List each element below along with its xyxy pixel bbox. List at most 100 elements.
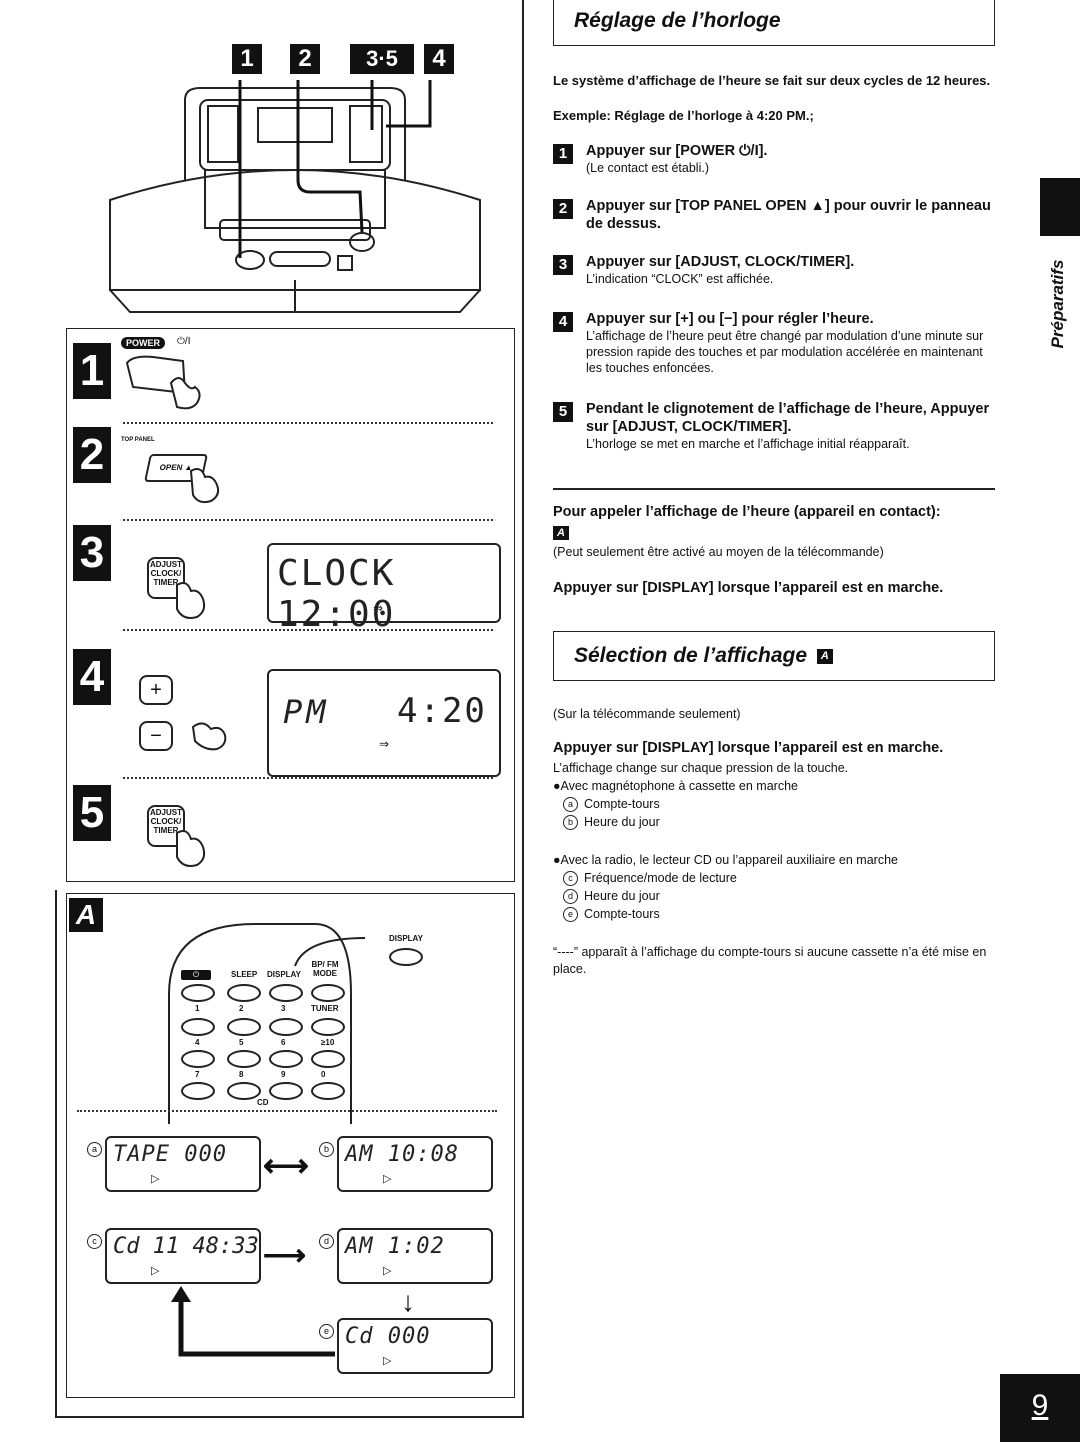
remote-key-4-label: 4 — [195, 1038, 200, 1047]
remote-key-1-label: 1 — [195, 1004, 200, 1013]
step-5: 5 Pendant le clignotement de l’affichage… — [553, 400, 998, 452]
divider-remote — [77, 1110, 497, 1112]
remote-key-6[interactable] — [269, 1050, 303, 1068]
lcd-play-indicator: ▷ — [383, 1355, 392, 1367]
hand-icon — [176, 830, 206, 867]
step-5-desc: L’horloge se met en marche et l’affichag… — [586, 437, 910, 451]
step-2-badge: 2 — [73, 427, 111, 483]
remote-display-key-label: DISPLAY — [267, 970, 301, 979]
arrow-d-e: ↓ — [401, 1286, 415, 1317]
marker-d: d — [319, 1234, 334, 1249]
tape-item-a-marker: a — [563, 797, 578, 813]
selection-instruction: Appuyer sur [DISPLAY] lorsque l’appareil… — [553, 740, 944, 756]
hand-icon — [189, 468, 220, 504]
remote-key-5-label: 5 — [239, 1038, 244, 1047]
step-5-badge: 5 — [73, 785, 111, 841]
radio-item-d-text: Heure du jour — [584, 889, 660, 903]
step-1-number: 1 — [553, 144, 573, 164]
hand-icon — [176, 582, 206, 619]
lcd-display-b-text: AM 10:08 — [345, 1142, 459, 1167]
radio-item-d-marker: d — [563, 889, 578, 905]
power-symbol: ⏻/I — [177, 336, 191, 347]
remote-key-1[interactable] — [181, 1018, 215, 1036]
radio-item-e-text: Compte-tours — [584, 907, 660, 921]
left-frame-bottom — [55, 1416, 523, 1418]
side-tab-label: Préparatifs — [1048, 259, 1067, 349]
lcd-time-value: 4:20 — [397, 691, 487, 731]
step-5-number: 5 — [553, 402, 573, 422]
lcd-play-indicator: ▷ — [151, 1173, 160, 1185]
marker-a: a — [87, 1142, 102, 1157]
call-title: Pour appeler l’affichage de l’heure (app… — [553, 504, 941, 520]
marker-b: b — [319, 1142, 334, 1157]
step-3-title: Appuyer sur [ADJUST, CLOCK/TIMER]. — [586, 254, 855, 270]
display-panel-a: A DISPLAY ⏻ SLEEP DISPLAY BP/ FM MODE 1 … — [66, 893, 515, 1398]
remote-key-7[interactable] — [181, 1082, 215, 1100]
step-1-title: Appuyer sur [POWER ⏻/I]. — [586, 143, 768, 159]
lcd-display-e-text: Cd 000 — [345, 1324, 431, 1349]
lcd-display-d-text: AM 1:02 — [345, 1234, 445, 1259]
tape-item-a-text: Compte-tours — [584, 797, 660, 811]
page-number: 9 — [1000, 1374, 1080, 1442]
remote-key-9[interactable] — [269, 1082, 303, 1100]
remote-bp-fm-label: BP/ FM MODE — [311, 960, 339, 978]
steps-panel: 1 POWER ⏻/I 2 TOP PANEL OPEN ▲ 3 ADJUST … — [66, 328, 515, 882]
remote-key-0[interactable] — [311, 1082, 345, 1100]
power-button-press — [125, 355, 201, 410]
step-3-desc: L’indication “CLOCK” est affichée. — [586, 272, 774, 286]
tape-item-b-text: Heure du jour — [584, 815, 660, 829]
remote-key-8[interactable] — [227, 1082, 261, 1100]
step-3-number: 3 — [553, 255, 573, 275]
lcd-display-c: Cd 11 48:33 ▷ — [105, 1228, 261, 1284]
step-1: 1 Appuyer sur [POWER ⏻/I]. (Le contact e… — [553, 142, 998, 176]
lcd-tape-indicator: ⇒ — [373, 601, 384, 615]
step-2-number: 2 — [553, 199, 573, 219]
stereo-illustration — [109, 80, 481, 313]
remote-key-10-label: ≥10 — [321, 1038, 335, 1047]
tape-item-b-marker: b — [563, 815, 578, 831]
remote-key-2[interactable] — [227, 1018, 261, 1036]
side-tab-block — [1040, 178, 1080, 236]
top-badge-3-5: 3·5 — [350, 44, 414, 74]
remote-key-5[interactable] — [227, 1050, 261, 1068]
lcd-display-b: AM 10:08 ▷ — [337, 1136, 493, 1192]
lcd-play-indicator: ▷ — [383, 1173, 392, 1185]
remote-key-4[interactable] — [181, 1050, 215, 1068]
tape-item-a: a Compte-tours — [563, 796, 993, 813]
step-4-number: 4 — [553, 312, 573, 332]
remote-key-3-label: 3 — [281, 1004, 286, 1013]
remote-sleep-button[interactable] — [227, 984, 261, 1002]
minus-button[interactable]: − — [139, 721, 173, 751]
remote-display-button[interactable] — [269, 984, 303, 1002]
lcd-display-e: Cd 000 ▷ — [337, 1318, 493, 1374]
display-key-outside[interactable] — [389, 948, 423, 966]
title-selection-text: Sélection de l’affichage — [574, 644, 808, 667]
call-instruction: Appuyer sur [DISPLAY] lorsque l’appareil… — [553, 580, 944, 596]
lcd-tape-indicator: ⇒ — [379, 737, 390, 751]
remote-display-label: DISPLAY — [389, 934, 423, 943]
divider-right — [553, 488, 995, 490]
step-4-desc: L’affichage de l’heure peut être changé … — [586, 329, 984, 375]
remote-tuner-button[interactable] — [311, 1018, 345, 1036]
step-1-badge: 1 — [73, 343, 111, 399]
step-3: 3 Appuyer sur [ADJUST, CLOCK/TIMER]. L’i… — [553, 253, 998, 287]
top-badge-2: 2 — [290, 44, 320, 74]
remote-bp-fm-button[interactable] — [311, 984, 345, 1002]
remote-sleep-label: SLEEP — [231, 970, 258, 979]
example-text: Exemple: Réglage de l’horloge à 4:20 PM.… — [553, 108, 814, 123]
divider-1 — [123, 422, 493, 424]
remote-key-10[interactable] — [311, 1050, 345, 1068]
top-panel-label: TOP PANEL — [121, 437, 155, 443]
step-2: 2 Appuyer sur [TOP PANEL OPEN ▲] pour ou… — [553, 197, 998, 233]
left-frame-line-left — [55, 890, 57, 1418]
remote-power-key[interactable]: ⏻ — [181, 970, 211, 980]
remote-key-3[interactable] — [269, 1018, 303, 1036]
divider-3 — [123, 629, 493, 631]
plus-button[interactable]: + — [139, 675, 173, 705]
selection-desc: L’affichage change sur chaque pression d… — [553, 761, 849, 775]
step-1-desc: (Le contact est établi.) — [586, 161, 709, 175]
remote-power-button[interactable] — [181, 984, 215, 1002]
remote-key-8-label: 8 — [239, 1070, 244, 1079]
radio-header: ●Avec la radio, le lecteur CD ou l’appar… — [553, 853, 898, 867]
